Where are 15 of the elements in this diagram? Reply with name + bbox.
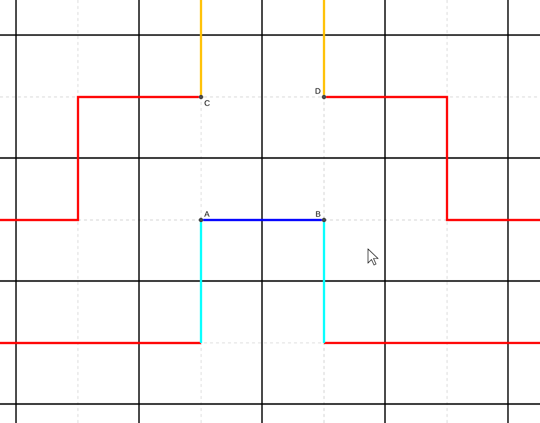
node-label: B — [316, 211, 320, 217]
line — [322, 0, 326, 95]
line — [200, 0, 202, 95]
line — [203, 218, 322, 222]
point: B — [316, 211, 326, 222]
line — [0, 96, 199, 222]
point: D — [316, 88, 326, 100]
point: A — [198, 211, 210, 222]
node-label: C — [204, 100, 210, 106]
line — [326, 96, 540, 222]
point: C — [198, 94, 210, 106]
line — [322, 222, 326, 343]
node-label: A — [204, 211, 210, 217]
line — [200, 222, 202, 343]
node-label: D — [316, 88, 320, 94]
